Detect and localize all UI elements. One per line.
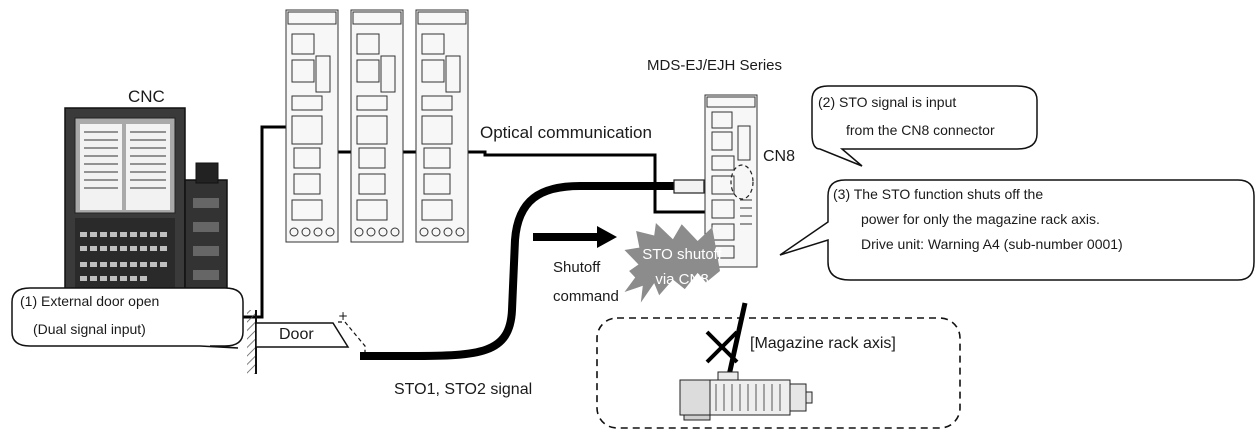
shutoff-arrow bbox=[533, 226, 617, 248]
cnc-label: CNC bbox=[128, 87, 165, 107]
drive3-to-ej-cable bbox=[455, 152, 705, 186]
callout-external-door-line2: (Dual signal input) bbox=[33, 318, 146, 340]
burst-text-line1: STO shutoff bbox=[637, 246, 727, 263]
drive-unit-3 bbox=[416, 10, 468, 242]
shutoff-command-line2: command bbox=[553, 288, 619, 305]
drive-unit-2 bbox=[351, 10, 403, 242]
optical-communication-label: Optical communication bbox=[480, 123, 652, 143]
drive-unit-1 bbox=[286, 10, 338, 242]
svg-text:+: + bbox=[338, 309, 348, 323]
callout-sto-input-line2: from the CN8 connector bbox=[846, 119, 995, 141]
magazine-rack-axis-label: [Magazine rack axis] bbox=[750, 335, 896, 353]
callout-sto-function-line3: Drive unit: Warning A4 (sub-number 0001) bbox=[861, 233, 1123, 255]
callout-sto-function-line1: (3) The STO function shuts off the bbox=[833, 183, 1043, 205]
callout-sto-function-line2: power for only the magazine rack axis. bbox=[861, 208, 1100, 230]
callout-external-door-line1: (1) External door open bbox=[20, 290, 159, 312]
cn8-label: CN8 bbox=[763, 148, 795, 166]
servo-motor bbox=[680, 372, 812, 420]
shutoff-command-line1: Shutoff bbox=[553, 259, 600, 276]
burst-text-line2: via CN8 bbox=[637, 271, 727, 288]
sto-signal-label: STO1, STO2 signal bbox=[394, 381, 532, 399]
series-title: MDS-EJ/EJH Series bbox=[647, 57, 782, 74]
door: + bbox=[247, 309, 412, 374]
door-label: Door bbox=[279, 326, 314, 344]
callout-sto-input-line1: (2) STO signal is input bbox=[818, 91, 956, 113]
shutoff-x-mark bbox=[707, 332, 737, 362]
sto-to-motor-cable bbox=[728, 303, 745, 380]
